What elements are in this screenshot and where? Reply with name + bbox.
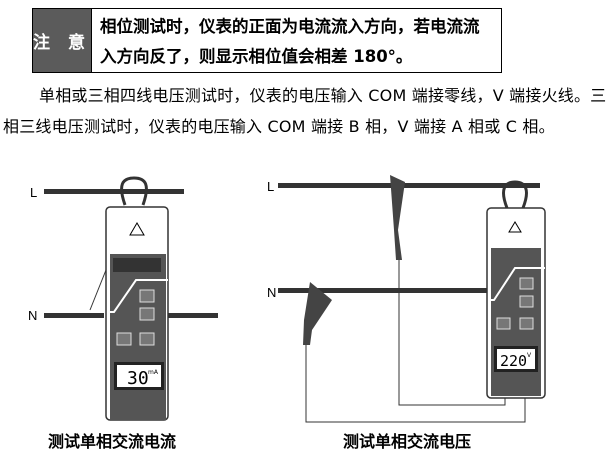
note-label: 注 意 (33, 9, 92, 72)
label-l: L (30, 185, 37, 200)
note-text: 相位测试时，仪表的正面为电流流入方向，若电流流入方向反了，则显示相位值会相差 1… (100, 17, 480, 66)
lead-v (398, 260, 506, 406)
lcd-display (497, 349, 535, 369)
lcd-unit: V (527, 352, 532, 359)
current-test-figure: L N 30 mA (28, 176, 218, 421)
note-box: 注 意 相位测试时，仪表的正面为电流流入方向，若电流流入方向反了，则显示相位值会… (32, 8, 502, 73)
warning-icon (129, 222, 145, 236)
lcd-reading: 220 (500, 352, 527, 370)
wire-l (44, 189, 184, 194)
warning-icon (508, 221, 522, 233)
lcd-display (117, 365, 161, 387)
wire-n (44, 313, 104, 318)
lcd-unit: mA (148, 369, 159, 376)
caption-voltage-test: 测试单相交流电压 (343, 432, 472, 451)
label-n: N (267, 285, 276, 300)
label-l: L (267, 179, 274, 194)
lcd-reading: 30 (127, 368, 149, 389)
alligator-clip-l (390, 175, 405, 260)
voltage-test-figure: L N 220 V (267, 175, 546, 423)
clamp-jaw (120, 176, 148, 206)
wire-n (278, 288, 488, 293)
label-n: N (28, 308, 37, 323)
wire-l (278, 183, 540, 188)
lead-com (305, 345, 526, 423)
caption-current-test: 测试单相交流电流 (48, 432, 177, 451)
body-paragraph: 单相或三相四线电压测试时，仪表的电压输入 COM 端接零线，V 端接火线。三相三… (3, 86, 607, 136)
alligator-clip-n (303, 282, 332, 345)
